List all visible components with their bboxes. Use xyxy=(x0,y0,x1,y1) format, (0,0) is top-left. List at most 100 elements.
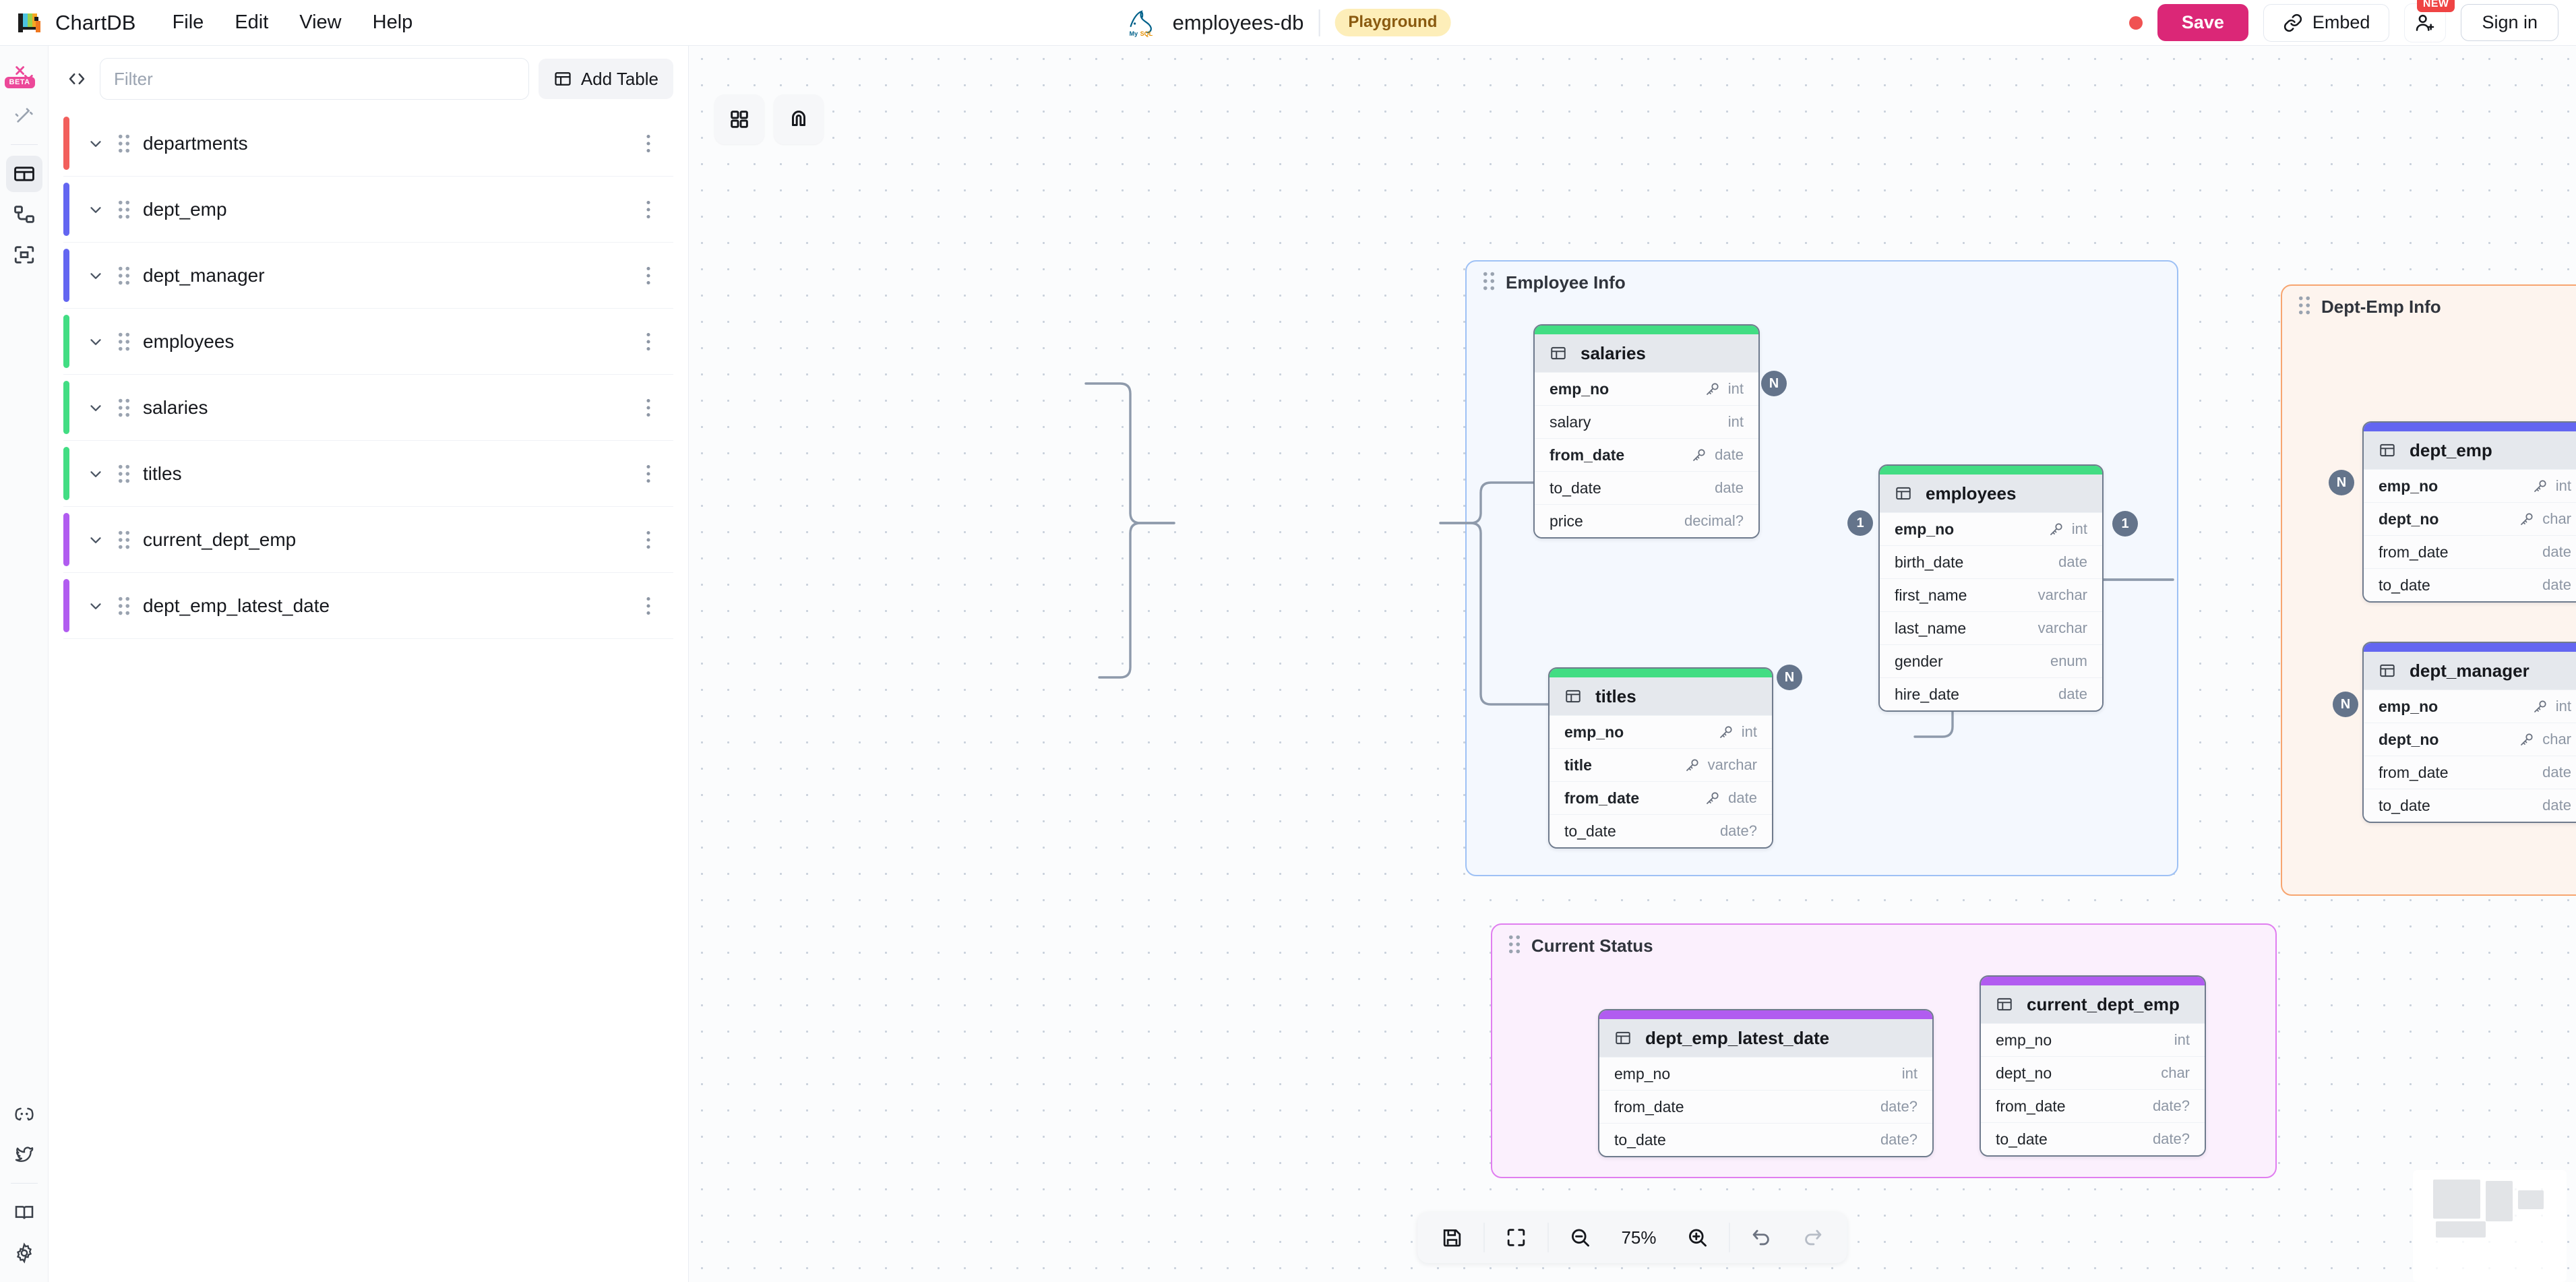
rail-item-ai[interactable]: BETA xyxy=(4,57,42,93)
table-options-button[interactable] xyxy=(636,530,661,550)
node-header[interactable]: dept_emp xyxy=(2364,431,2576,469)
node-header[interactable]: dept_manager xyxy=(2364,652,2576,690)
expand-toggle[interactable] xyxy=(82,267,109,284)
show-grid-button[interactable] xyxy=(714,94,764,144)
drag-handle[interactable] xyxy=(109,398,139,418)
expand-toggle[interactable] xyxy=(82,531,109,549)
drag-handle[interactable] xyxy=(109,200,139,220)
undo-button[interactable] xyxy=(1737,1217,1787,1258)
save-button[interactable]: Save xyxy=(2157,3,2248,42)
table-list-item-dept_emp_latest_date[interactable]: dept_emp_latest_date xyxy=(63,573,673,639)
table-options-button[interactable] xyxy=(636,464,661,484)
expand-toggle[interactable] xyxy=(82,135,109,152)
zoom-in-button[interactable] xyxy=(1673,1217,1723,1258)
snap-to-grid-button[interactable] xyxy=(774,94,824,144)
rail-item-areas[interactable] xyxy=(6,237,42,273)
table-options-button[interactable] xyxy=(636,596,661,616)
table-list-item-dept_manager[interactable]: dept_manager xyxy=(63,243,673,309)
area-drag-handle[interactable] xyxy=(1481,271,1496,295)
drag-handle[interactable] xyxy=(109,133,139,154)
area-drag-handle[interactable] xyxy=(1507,934,1522,958)
zoom-out-button[interactable] xyxy=(1555,1217,1605,1258)
menu-help[interactable]: Help xyxy=(372,11,413,33)
embed-button[interactable]: Embed xyxy=(2263,3,2390,42)
add-table-button[interactable]: Add Table xyxy=(538,59,673,99)
drag-handle[interactable] xyxy=(109,266,139,286)
drag-handle[interactable] xyxy=(109,332,139,352)
table-options-button[interactable] xyxy=(636,398,661,418)
minimap[interactable] xyxy=(2413,1170,2567,1282)
fit-to-screen-button[interactable] xyxy=(1491,1217,1541,1258)
table-options-button[interactable] xyxy=(636,266,661,286)
expand-toggle[interactable] xyxy=(82,597,109,615)
table-list-item-salaries[interactable]: salaries xyxy=(63,375,673,441)
menu-view[interactable]: View xyxy=(299,11,342,33)
drag-handle[interactable] xyxy=(109,596,139,616)
expand-toggle[interactable] xyxy=(82,465,109,483)
rail-item-tables[interactable] xyxy=(5,156,42,192)
node-header[interactable]: current_dept_emp xyxy=(1981,985,2205,1023)
account-button[interactable]: NEW xyxy=(2404,0,2455,42)
table-list-item-employees[interactable]: employees xyxy=(63,309,673,375)
menu-edit[interactable]: Edit xyxy=(235,11,269,33)
expand-toggle[interactable] xyxy=(82,399,109,417)
table-options-button[interactable] xyxy=(636,332,661,352)
redo-button[interactable] xyxy=(1788,1217,1838,1258)
node-header[interactable]: employees xyxy=(1880,475,2102,512)
filter-input[interactable] xyxy=(100,58,529,100)
table-list-item-dept_emp[interactable]: dept_emp xyxy=(63,177,673,243)
rail-item-docs[interactable] xyxy=(6,1194,42,1231)
table-options-button[interactable] xyxy=(636,133,661,154)
sign-in-button[interactable]: Sign in xyxy=(2461,3,2558,42)
brand[interactable]: ChartDB xyxy=(0,11,136,35)
table-list-item-departments[interactable]: departments xyxy=(63,111,673,177)
expand-toggle[interactable] xyxy=(82,201,109,218)
area-drag-handle[interactable] xyxy=(2297,295,2312,319)
diagram-name[interactable]: employees-db xyxy=(1172,10,1304,34)
node-header[interactable]: dept_emp_latest_date xyxy=(1599,1019,1932,1057)
rail-item-settings[interactable] xyxy=(6,1235,42,1271)
zoom-level-label[interactable]: 75% xyxy=(1621,1227,1657,1248)
table-list-item-current_dept_emp[interactable]: current_dept_emp xyxy=(63,507,673,573)
node-header[interactable]: titles xyxy=(1550,677,1772,715)
menu-file[interactable]: File xyxy=(172,11,204,33)
expand-toggle[interactable] xyxy=(82,333,109,350)
drag-handle[interactable] xyxy=(109,464,139,484)
table-list-item-titles[interactable]: titles xyxy=(63,441,673,507)
table-options-button[interactable] xyxy=(636,200,661,220)
code-view-toggle[interactable] xyxy=(63,69,90,89)
save-diagram-button[interactable] xyxy=(1427,1217,1477,1258)
